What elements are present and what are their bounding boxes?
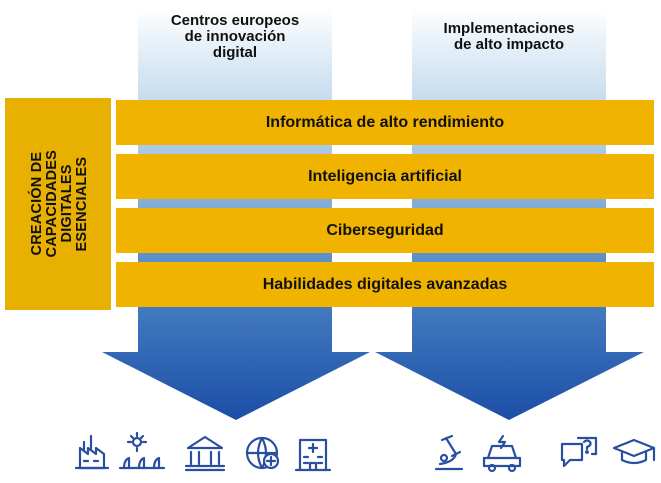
hospital-icon bbox=[294, 438, 332, 472]
band-cybersecurity: Ciberseguridad bbox=[116, 208, 654, 253]
band-hpc: Informática de alto rendimiento bbox=[116, 100, 654, 145]
agriculture-icon bbox=[118, 431, 166, 470]
band-label: Informática de alto rendimiento bbox=[265, 113, 505, 131]
column-label-high-impact: Implementaciones de alto impacto bbox=[443, 20, 575, 53]
graduation-cap-icon bbox=[612, 438, 656, 465]
globe-health-icon bbox=[245, 436, 280, 470]
side-label-container: CREACIÓN DE CAPACIDADES DIGITALES ESENCI… bbox=[8, 100, 112, 308]
band-label: Inteligencia artificial bbox=[308, 167, 462, 185]
band-label: Habilidades digitales avanzadas bbox=[262, 275, 508, 293]
electric-car-icon bbox=[482, 434, 522, 473]
factory-icon bbox=[74, 434, 110, 470]
government-building-icon bbox=[184, 435, 226, 472]
band-digital-skills: Habilidades digitales avanzadas bbox=[116, 262, 654, 307]
microscope-icon bbox=[434, 434, 464, 471]
band-ai: Inteligencia artificial bbox=[116, 154, 654, 199]
side-label: CREACIÓN DE CAPACIDADES DIGITALES ESENCI… bbox=[29, 150, 90, 258]
question-chat-icon bbox=[560, 436, 598, 468]
band-label: Ciberseguridad bbox=[326, 221, 444, 239]
side-box bbox=[5, 98, 111, 310]
column-label-innovation-hubs: Centros europeos de innovación digital bbox=[170, 12, 300, 61]
icon-row bbox=[74, 431, 656, 473]
